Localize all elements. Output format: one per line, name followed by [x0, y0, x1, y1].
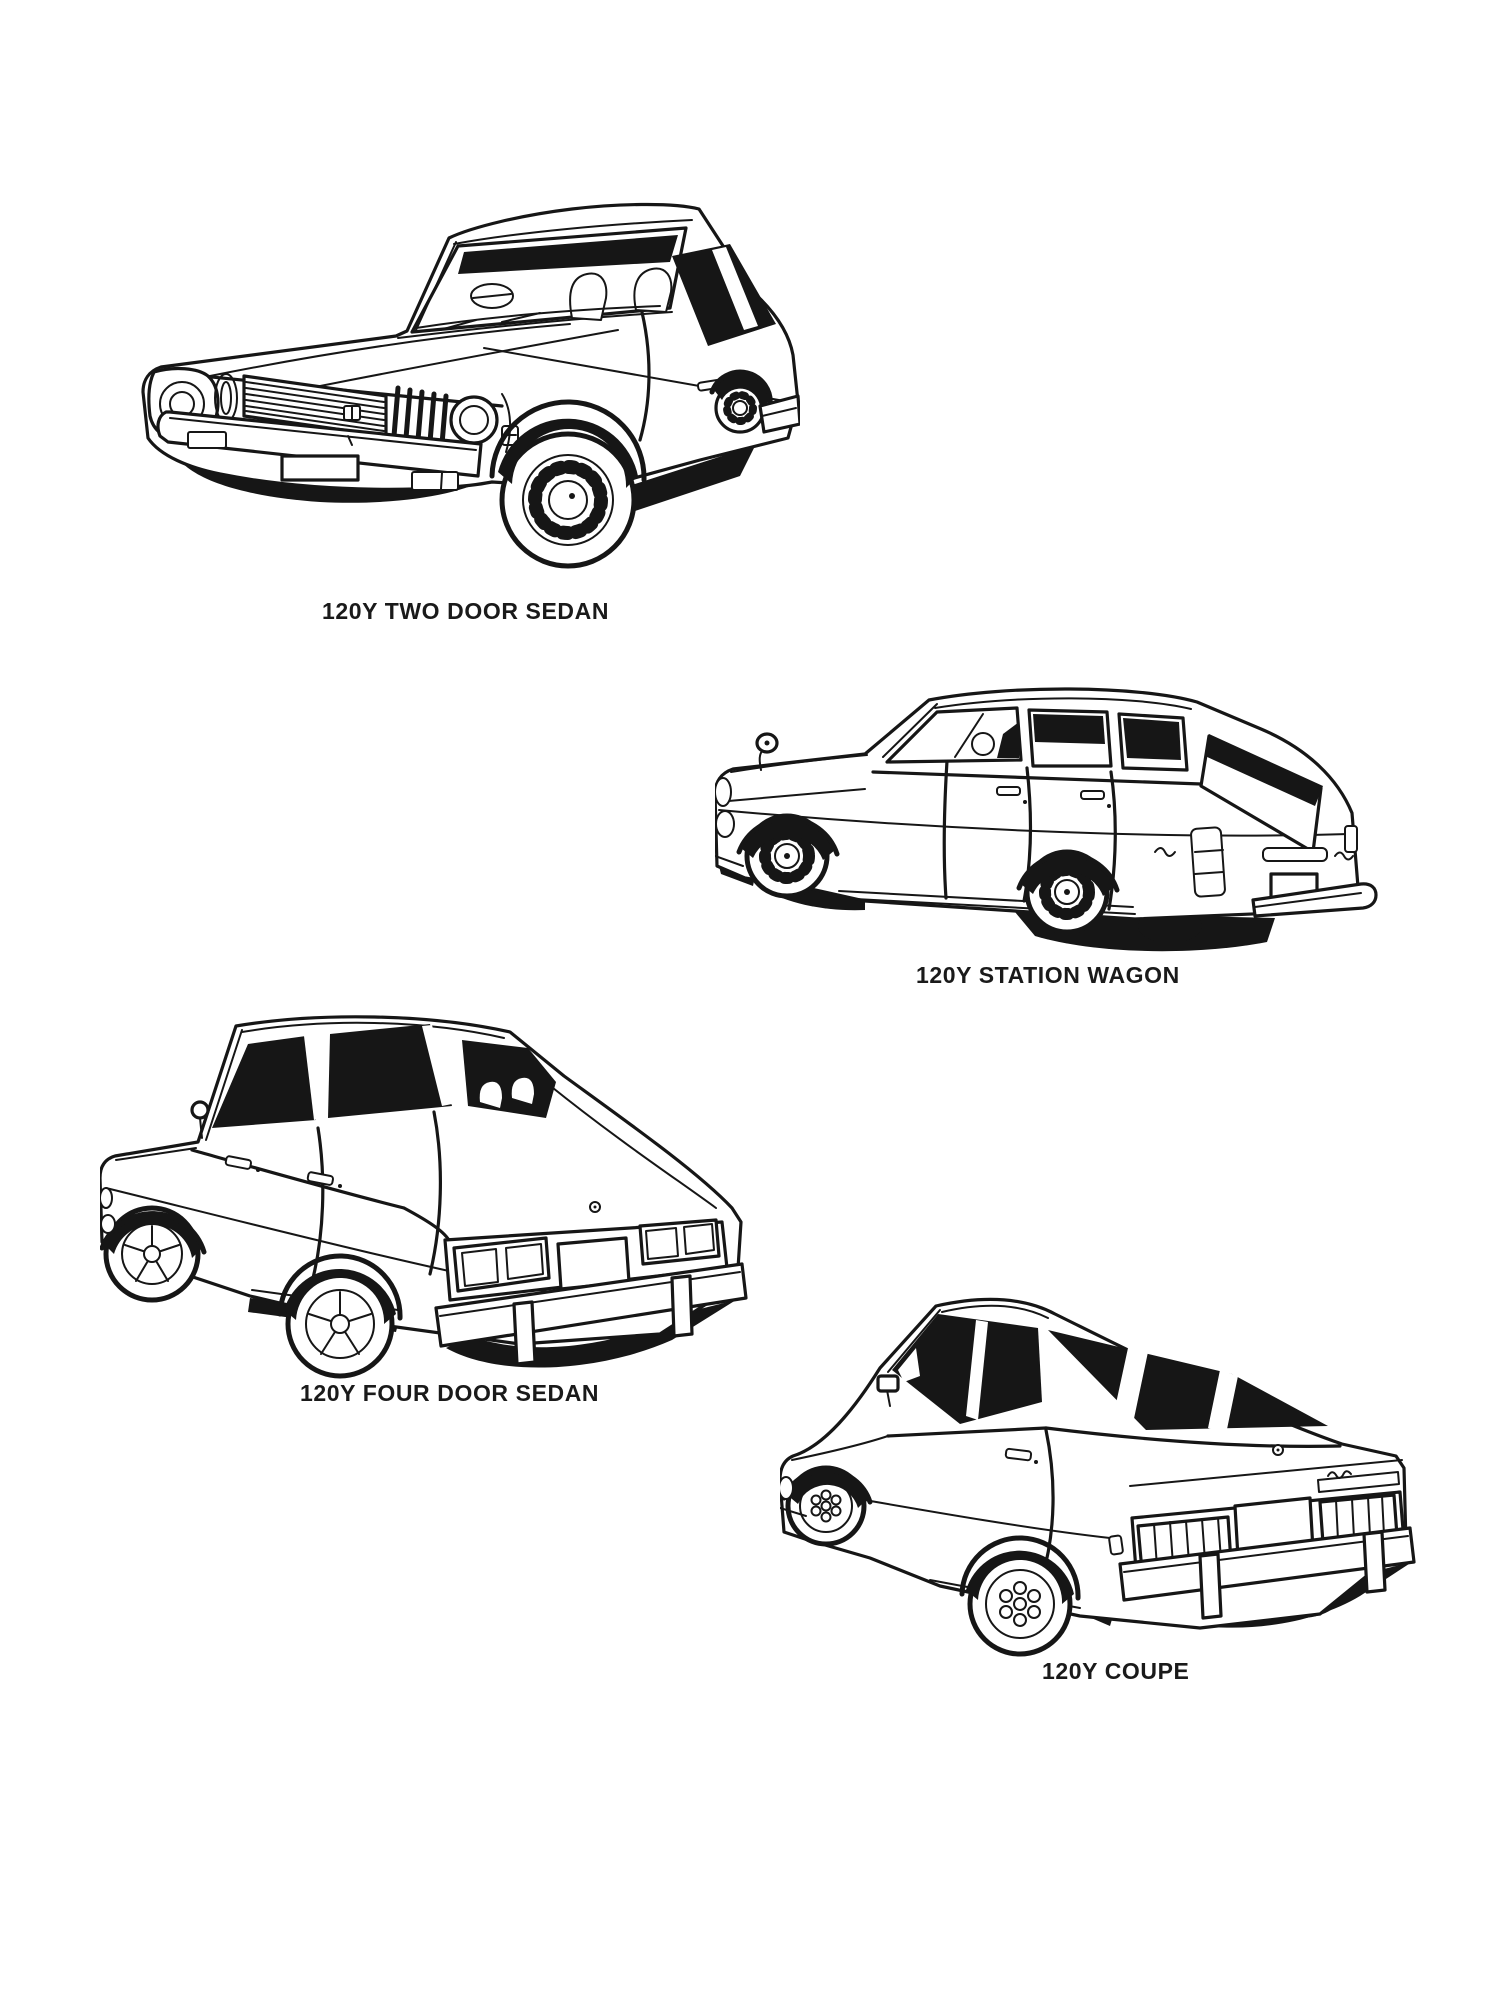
trunk	[1129, 1444, 1403, 1493]
fender-mirror	[755, 732, 779, 771]
two-door-sedan-illustration	[141, 202, 800, 569]
rear-bumper	[758, 394, 800, 434]
coupe-illustration	[780, 1297, 1416, 1657]
caption-station-wagon: 120Y STATION WAGON	[916, 962, 1180, 988]
windows	[212, 1024, 556, 1128]
side-window	[672, 244, 776, 346]
windows	[885, 706, 1323, 854]
rear-bumper	[434, 1262, 748, 1366]
headlamps-grille	[147, 366, 512, 453]
fender-mirror	[190, 1100, 210, 1139]
front-end	[780, 1476, 807, 1517]
caption-four-door-sedan: 120Y FOUR DOOR SEDAN	[300, 1380, 600, 1406]
front-bumper	[156, 410, 533, 509]
front-wheel	[100, 1205, 207, 1303]
front-end	[100, 1187, 116, 1234]
rear-bumper	[1108, 1526, 1416, 1620]
windshield	[410, 226, 688, 334]
station-wagon-illustration	[715, 687, 1378, 952]
rear-wheel	[959, 1535, 1081, 1657]
taillight-panel	[443, 1218, 729, 1302]
caption-two-door-sedan: 120Y TWO DOOR SEDAN	[322, 598, 610, 624]
front-wheel	[736, 813, 840, 899]
license-plate	[280, 454, 360, 482]
rear-wheel	[1016, 849, 1120, 935]
front-end	[715, 777, 744, 867]
caption-coupe: 120Y COUPE	[1042, 1658, 1190, 1684]
tailgate-details	[1154, 825, 1378, 918]
windows	[892, 1314, 1328, 1434]
front-wheel	[489, 399, 647, 569]
four-door-sedan-illustration	[100, 1015, 748, 1379]
rear-glass	[1048, 1330, 1328, 1430]
rear-wheel	[277, 1253, 403, 1379]
door-window	[892, 1314, 1042, 1424]
door-mirror	[876, 1374, 900, 1407]
